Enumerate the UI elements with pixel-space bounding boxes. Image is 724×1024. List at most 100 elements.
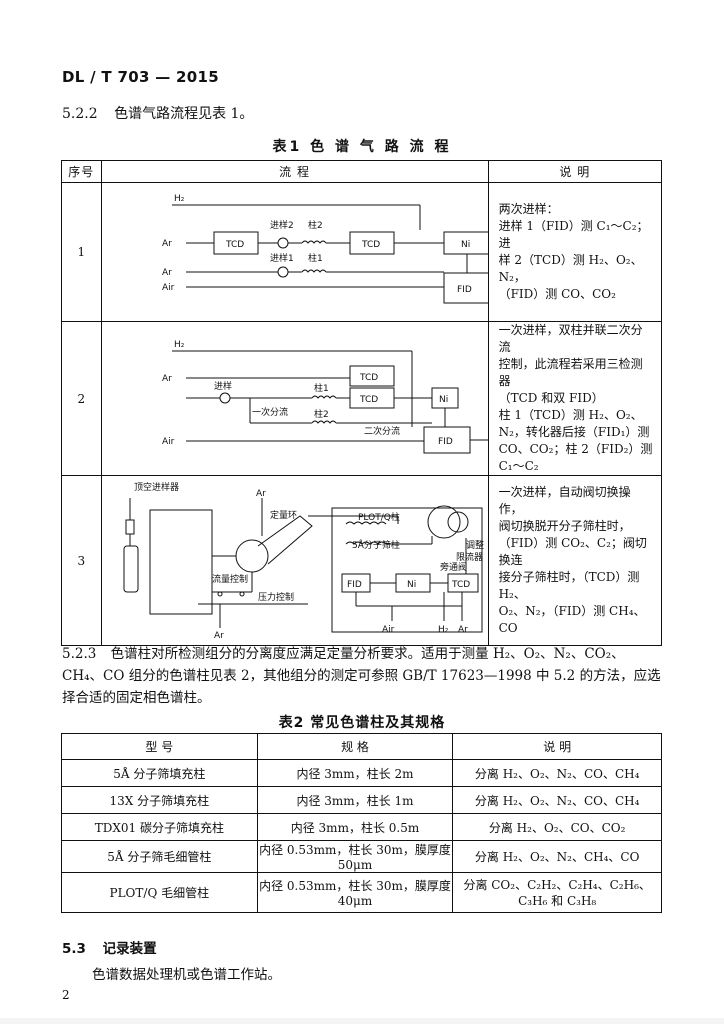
desc-line: 控制，此流程若采用三检测器 xyxy=(498,357,643,388)
section-number: 5.2.3 xyxy=(62,646,97,662)
table-row: 13X 分子筛填充柱 内径 3mm，柱长 1m 分离 H₂、O₂、N₂、CO、C… xyxy=(61,786,662,814)
page-bottom-strip xyxy=(0,1018,724,1024)
cell-spec: 内径 0.53mm，柱长 30m，膜厚度 40μm xyxy=(256,872,454,913)
d3-ar-left: Ar xyxy=(214,631,224,641)
d3-adjust2: 限流器 xyxy=(456,551,483,563)
table2-caption: 表2 常见色谱柱及其规格 xyxy=(278,715,446,731)
d1-tcd1: TCD xyxy=(225,240,244,250)
d2-inj: 进样 xyxy=(214,380,232,392)
d2-col1: 柱1 xyxy=(314,382,329,394)
d3-plot: PLOT/Q柱 xyxy=(358,511,400,523)
cell-desc: 分离 CO₂、C₂H₂、C₂H₄、C₂H₆、C₃H₆ 和 C₃H₈ xyxy=(452,872,662,913)
section-text: 色谱柱对所检测组分的分离度应满足定量分析要求。适用于测量 H₂、O₂、N₂、CO… xyxy=(62,646,661,706)
d2-ni: Ni xyxy=(439,395,448,405)
desc-line: N₂，转化器后接（FID₁）测 xyxy=(498,425,650,439)
cell-model: 5Å 分子筛毛细管柱 xyxy=(61,840,258,873)
section-title: 记录装置 xyxy=(102,941,157,957)
d2-h2-label: H₂ xyxy=(174,340,185,350)
d1-fid: FID xyxy=(457,285,472,295)
d1-ni: Ni xyxy=(461,240,470,250)
d2-tcd1: TCD xyxy=(359,373,378,383)
table-row: 5Å 分子筛填充柱 内径 3mm，柱长 2m 分离 H₂、O₂、N₂、CO、CH… xyxy=(61,759,662,787)
cell-desc: 分离 H₂、O₂、N₂、CH₄、CO xyxy=(452,840,662,873)
d1-col2: 柱2 xyxy=(308,219,323,231)
row-description: 一次进样，双柱并联二次分流 控制，此流程若采用三检测器 （TCD 和双 FID）… xyxy=(487,321,663,476)
flow-diagram-2: H₂ Ar 进样 TCD TCD Ni FID 柱1 柱2 一次分流 二次分流 … xyxy=(100,321,489,476)
d2-tcd2: TCD xyxy=(359,395,378,405)
table-row: 5Å 分子筛毛细管柱 内径 0.53mm，柱长 30m，膜厚度 50μm 分离 … xyxy=(61,840,662,873)
row-number: 2 xyxy=(61,321,102,476)
d1-air-label: Air xyxy=(162,283,175,293)
table2-header-spec: 规 格 xyxy=(256,733,454,760)
d3-ar-top: Ar xyxy=(256,489,266,499)
desc-line: 接分子筛柱时，（TCD）测 H₂、 xyxy=(498,570,640,601)
d1-ar2-label: Ar xyxy=(162,268,172,278)
table-row: 3 xyxy=(61,475,663,646)
desc-line: 阀切换脱开分子筛柱时， xyxy=(498,519,631,533)
cell-model: TDX01 碳分子筛填充柱 xyxy=(61,813,258,841)
standard-header: DL / T 703 — 2015 xyxy=(62,68,219,86)
desc-line: O₂、N₂，（FID）测 CH₄、CO xyxy=(498,604,646,635)
d1-inj2: 进样2 xyxy=(270,219,294,231)
table-row: PLOT/Q 毛细管柱 内径 0.53mm，柱长 30m，膜厚度 40μm 分离… xyxy=(61,872,662,913)
cell-spec: 内径 3mm，柱长 0.5m xyxy=(256,813,454,841)
cell-spec: 内径 3mm，柱长 1m xyxy=(256,786,454,814)
row-description: 两次进样： 进样 1（FID）测 C₁～C₂；进 样 2（TCD）测 H₂、O₂… xyxy=(487,182,663,322)
cell-desc: 分离 H₂、O₂、CO、CO₂ xyxy=(452,813,662,841)
section-5-3-text: 色谱数据处理机或色谱工作站。 xyxy=(92,967,281,983)
d3-pressure: 压力控制 xyxy=(258,591,294,603)
desc-line: 进样 1（FID）测 C₁～C₂；进 xyxy=(498,219,649,250)
cell-desc: 分离 H₂、O₂、N₂、CO、CH₄ xyxy=(452,759,662,787)
cell-model: 5Å 分子筛填充柱 xyxy=(61,759,258,787)
d3-tcd: TCD xyxy=(451,580,470,590)
d2-split1: 一次分流 xyxy=(252,406,288,418)
d1-ar-label: Ar xyxy=(162,239,172,249)
cell-model: 13X 分子筛填充柱 xyxy=(61,786,258,814)
cell-desc: 分离 H₂、O₂、N₂、CO、CH₄ xyxy=(452,786,662,814)
table1-caption: 表1 色 谱 气 路 流 程 xyxy=(272,139,452,155)
d1-col1: 柱1 xyxy=(308,252,323,264)
table1-header-desc: 说 明 xyxy=(487,160,663,183)
section-5-2-3: 5.2.3 色谱柱对所检测组分的分离度应满足定量分析要求。适用于测量 H₂、O₂… xyxy=(62,643,662,709)
d3-bypass: 旁通阀 xyxy=(440,561,467,573)
cell-spec: 内径 3mm，柱长 2m xyxy=(256,759,454,787)
table2-header-desc: 说 明 xyxy=(452,733,662,760)
d3-ar-right: Ar xyxy=(458,625,468,635)
flow-diagram-1: H₂ Ar TCD TCD Ni FID 进样2 柱2 进样1 柱1 Ar Ai… xyxy=(100,182,502,322)
desc-line: （TCD 和双 FID） xyxy=(498,391,604,405)
d3-mol: 5Å分子筛柱 xyxy=(352,539,400,551)
d3-fid: FID xyxy=(347,580,362,590)
d3-adjust1: 调整 xyxy=(466,539,484,551)
d1-tcd2: TCD xyxy=(361,240,380,250)
d3-flow: 流量控制 xyxy=(212,573,248,585)
desc-line: 两次进样： xyxy=(498,202,559,216)
section-text: 色谱气路流程见表 1。 xyxy=(114,106,254,122)
d2-ar-label: Ar xyxy=(162,374,172,384)
desc-line: CO、CO₂；柱 2（FID₂）测 xyxy=(498,442,653,456)
section-5-3-heading: 5.3 记录装置 xyxy=(62,937,157,957)
d1-h2-label: H₂ xyxy=(174,194,185,204)
table1-header-flow: 流 程 xyxy=(100,160,489,183)
flow-diagram-3: 顶空进样器 Ar 定量环 PLOT/Q柱 5Å分子筛柱 调整 限流器 旁通阀 流… xyxy=(100,475,489,646)
table-row: 2 H₂ Ar xyxy=(61,321,663,476)
table1: 序号 流 程 说 明 1 xyxy=(61,160,663,646)
cell-spec: 内径 0.53mm，柱长 30m，膜厚度 50μm xyxy=(256,840,454,873)
row-number: 3 xyxy=(61,475,102,646)
section-5-2-2: 5.2.2 色谱气路流程见表 1。 xyxy=(62,103,253,123)
row-description: 一次进样，自动阀切换操作， 阀切换脱开分子筛柱时， （FID）测 CO₂、C₂；… xyxy=(487,475,663,646)
row-number: 1 xyxy=(61,182,102,322)
table-row: TDX01 碳分子筛填充柱 内径 3mm，柱长 0.5m 分离 H₂、O₂、CO… xyxy=(61,813,662,841)
table1-header-num: 序号 xyxy=(61,160,102,183)
desc-line: （FID）测 CO、CO₂ xyxy=(498,287,616,301)
section-number: 5.3 xyxy=(62,941,86,957)
desc-line: 样 2（TCD）测 H₂、O₂、N₂， xyxy=(498,253,643,284)
desc-line: （FID）测 CO₂、C₂；阀切换连 xyxy=(498,536,647,567)
d3-ni: Ni xyxy=(407,580,416,590)
table2-header-model: 型 号 xyxy=(61,733,258,760)
d3-h2: H₂ xyxy=(438,625,449,635)
desc-line: C₁～C₂ xyxy=(498,459,539,473)
page-number: 2 xyxy=(62,988,70,1002)
d3-headspace: 顶空进样器 xyxy=(134,481,179,493)
cell-model: PLOT/Q 毛细管柱 xyxy=(61,872,258,913)
d3-air: Air xyxy=(382,625,395,635)
